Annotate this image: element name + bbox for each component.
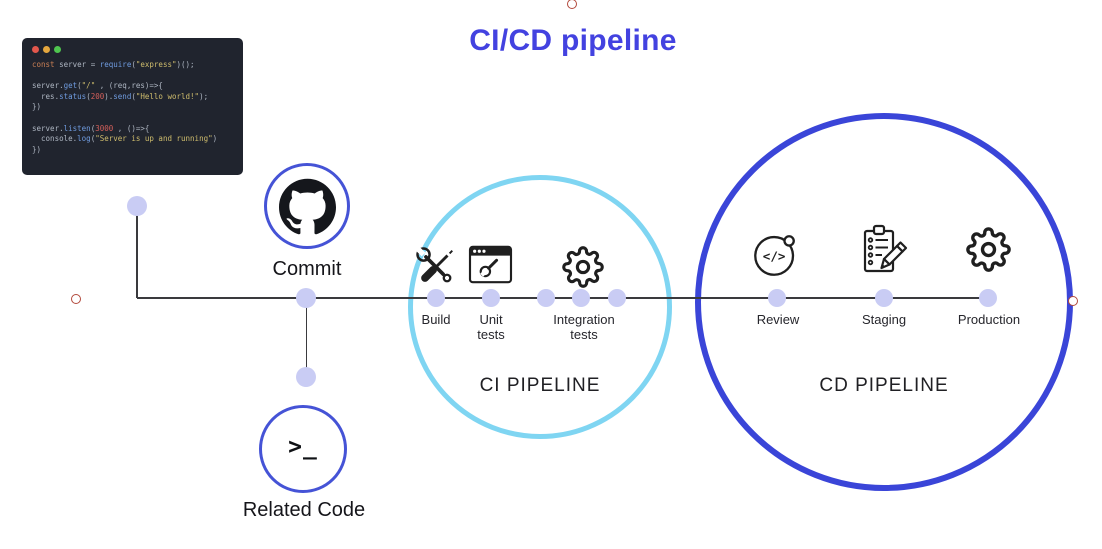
gear-icon (562, 246, 604, 288)
code-lines: const server = require("express")(); ser… (32, 60, 218, 154)
related-code-node: >_ (259, 405, 347, 493)
page-title: CI/CD pipeline (469, 24, 677, 57)
commit-label: Commit (272, 258, 342, 280)
step-label-staging: Staging (861, 312, 907, 327)
traffic-light (54, 46, 61, 53)
connector-start-vertical (136, 206, 138, 298)
browser-wrench-icon (467, 244, 514, 285)
terminal-prompt-icon: >_ (288, 434, 318, 460)
commit-node (264, 163, 350, 249)
timeline-dot-integration-3 (608, 289, 626, 307)
selection-handle-left[interactable] (71, 294, 81, 304)
selection-handle-top[interactable] (567, 0, 577, 9)
traffic-light (43, 46, 50, 53)
related-code-label: Related Code (242, 499, 366, 521)
step-label-review: Review (756, 312, 800, 327)
cd-pipeline-label: CD PIPELINE (819, 375, 949, 396)
clipboard-pencil-icon (857, 223, 911, 279)
traffic-light (32, 46, 39, 53)
timeline-dot-build (427, 289, 445, 307)
code-review-icon: </> (749, 224, 807, 282)
step-label-build: Build (421, 312, 451, 327)
selection-handle-right[interactable] (1068, 296, 1078, 306)
tools-icon (413, 244, 459, 290)
step-label-integration-tests: Integration tests (553, 312, 615, 342)
step-label-production: Production (957, 312, 1021, 327)
timeline-dot-integration-2 (572, 289, 590, 307)
timeline-dot-related-code (296, 367, 316, 387)
step-label-unit-tests: Unit tests (477, 312, 505, 342)
github-icon (278, 178, 336, 235)
timeline-dot-review (768, 289, 786, 307)
timeline-dot-production (979, 289, 997, 307)
window-controls (32, 46, 233, 53)
timeline-dot-integration-1 (537, 289, 555, 307)
ci-pipeline-label: CI PIPELINE (479, 375, 601, 396)
svg-text:</>: </> (763, 249, 786, 264)
code-snippet-window: const server = require("express")(); ser… (22, 38, 243, 175)
timeline-dot-unit-tests (482, 289, 500, 307)
timeline-dot-start (127, 196, 147, 216)
ci-pipeline-circle (408, 175, 672, 439)
timeline-dot-commit (296, 288, 316, 308)
connector-commit-vertical (305, 298, 307, 377)
timeline-main (137, 297, 988, 299)
gear-icon (966, 227, 1011, 272)
timeline-dot-staging (875, 289, 893, 307)
